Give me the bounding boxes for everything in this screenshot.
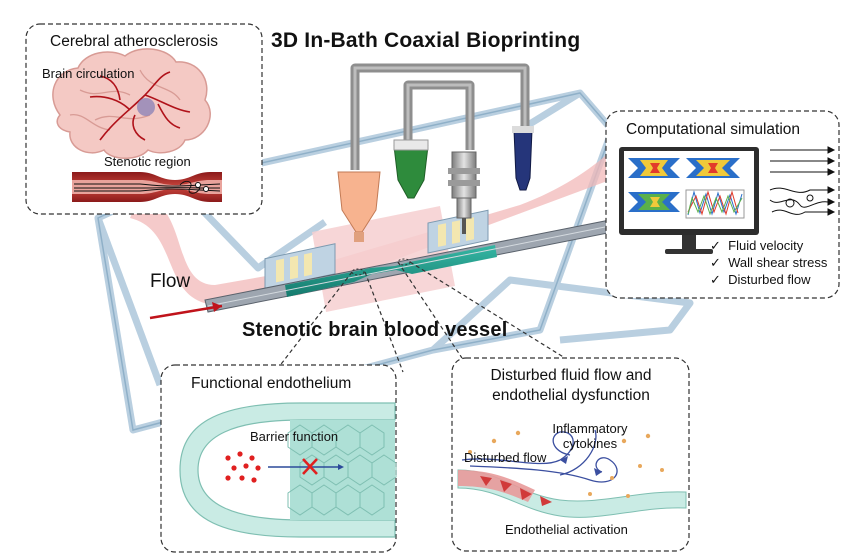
- disturbed-title-line2: endothelial dysfunction: [492, 387, 650, 404]
- simulation-title: Computational simulation: [626, 121, 801, 138]
- check-label: Fluid velocity: [728, 238, 804, 253]
- vessel-label: Stenotic brain blood vessel: [242, 319, 508, 341]
- stenotic-region-label: Stenotic region: [104, 154, 191, 169]
- monitor: [619, 147, 759, 254]
- disturbed-flow-label: Disturbed flow: [464, 450, 547, 465]
- disturbed-flow-illustration: [457, 429, 687, 518]
- endothelium-title: Functional endothelium: [191, 375, 352, 392]
- endothelial-activation-label: Endothelial activation: [505, 522, 628, 537]
- brain-illustration: [52, 48, 211, 159]
- check-item-1: ✓ Fluid velocity: [710, 238, 804, 254]
- check-item-2: ✓ Wall shear stress: [710, 255, 828, 271]
- cytokines-line1: Inflammatory: [552, 421, 628, 436]
- cerebral-title: Cerebral atherosclerosis: [50, 33, 218, 50]
- disturbed-title-line1: Disturbed fluid flow and: [490, 367, 652, 384]
- barrier-function-label: Barrier function: [250, 429, 339, 444]
- bath-chamber: [312, 206, 455, 312]
- syringe-blue: [512, 126, 534, 191]
- streamline-arrows: [769, 146, 836, 216]
- flow-label: Flow: [150, 271, 191, 292]
- check-icon: ✓: [710, 272, 721, 287]
- zoom-connectors: [274, 261, 566, 373]
- check-label: Disturbed flow: [728, 272, 811, 287]
- flow-arrow: [149, 304, 223, 320]
- main-title: 3D In-Bath Coaxial Bioprinting: [271, 29, 581, 52]
- check-icon: ✓: [710, 255, 721, 270]
- brain-circulation-label: Brain circulation: [42, 66, 135, 81]
- check-item-3: ✓ Disturbed flow: [710, 272, 811, 288]
- check-icon: ✓: [710, 238, 721, 253]
- coaxial-nozzle: [448, 151, 480, 234]
- syringe-pink: [337, 171, 381, 242]
- cytokines-line2: cytokines: [562, 436, 618, 451]
- stenotic-vessel-illustration: [72, 172, 222, 202]
- syringe-green: [393, 139, 429, 199]
- printer-tubes: [350, 63, 530, 170]
- check-label: Wall shear stress: [728, 255, 828, 270]
- endothelium-illustration: [179, 402, 397, 538]
- barrier-x-icon: [302, 458, 318, 475]
- right-holder: [427, 209, 489, 254]
